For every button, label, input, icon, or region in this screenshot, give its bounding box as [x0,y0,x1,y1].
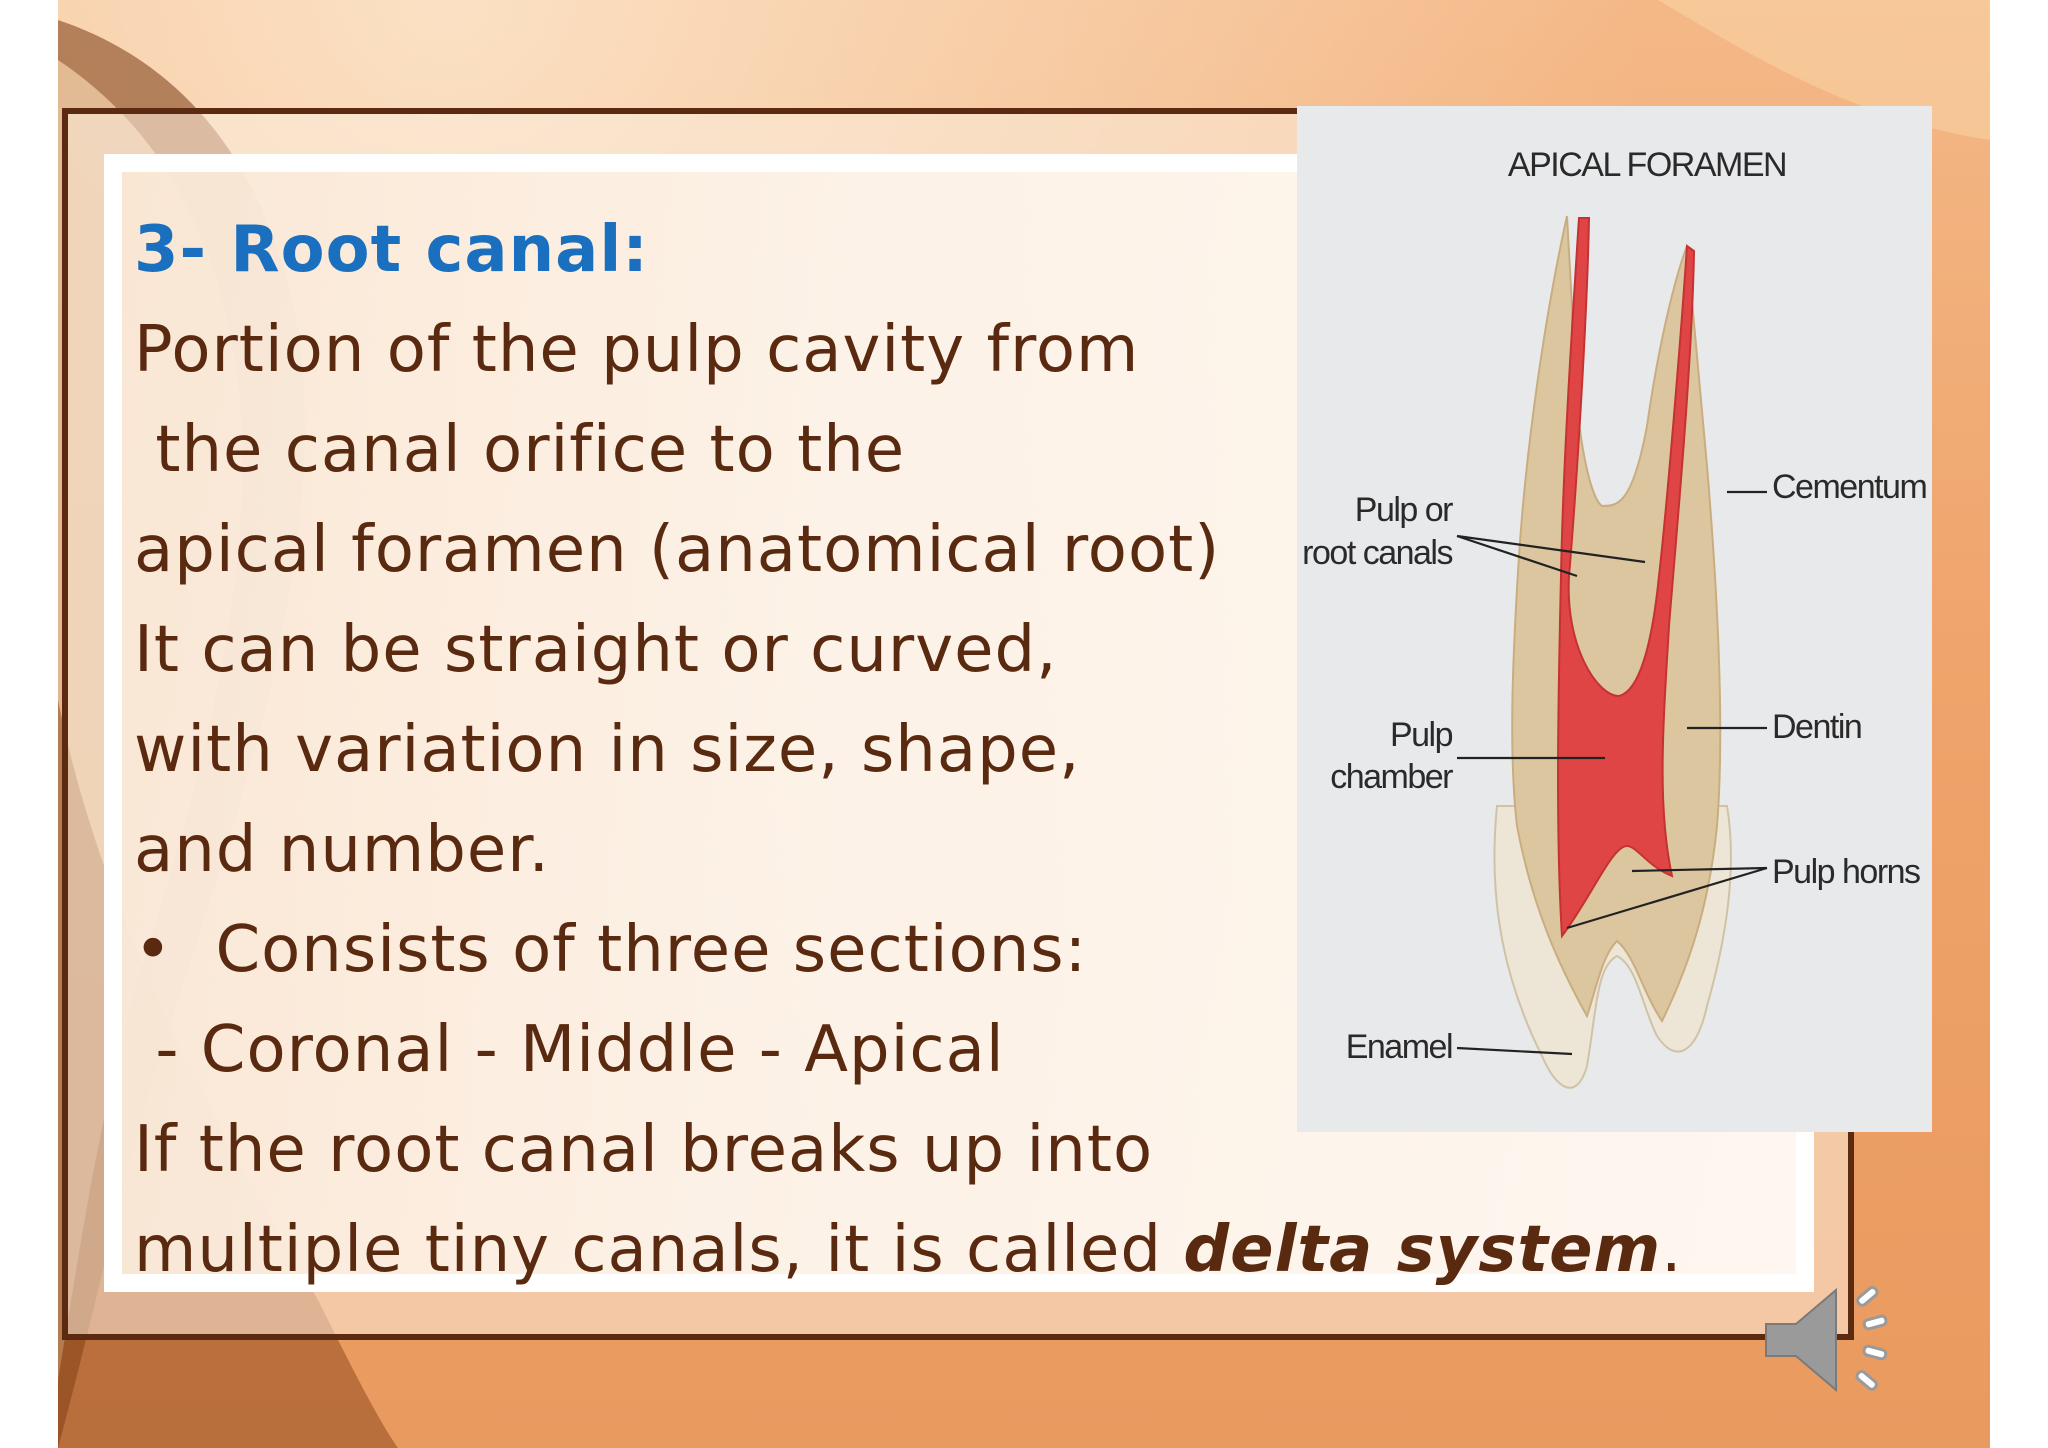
leader-lines [1456,490,1768,1056]
label-cementum: Cementum [1772,468,1926,506]
body-line: the canal orifice to the [134,413,906,487]
body-line: If the root canal breaks up into [134,1113,1154,1187]
body-line: with variation in size, shape, [134,713,1081,787]
tooth-anatomy-figure: APICAL FORAMEN Pulp or root canals Pulp … [1297,106,1932,1132]
label-pulp-chamber-2: chamber [1330,758,1453,796]
body-line: It can be straight or curved, [134,613,1058,687]
slide-body: 3- Root canal: Portion of the pulp cavit… [134,200,1854,1300]
label-dentin: Dentin [1772,708,1861,746]
body-line: and number. [134,813,550,887]
label-pulp-canals-2: root canals [1302,534,1452,572]
label-pulp-horns: Pulp horns [1772,853,1920,891]
delta-line-suffix: . [1661,1213,1683,1287]
bullet-line: • Consists of three sections: [134,913,1088,987]
sections-line: - Coronal - Middle - Apical [134,1013,1005,1087]
pulp-shape [1557,217,1696,939]
delta-system-term: delta system [1183,1213,1662,1287]
label-pulp-canals-1: Pulp or [1355,491,1453,529]
speaker-icon[interactable] [1758,1272,1898,1412]
slide-heading: 3- Root canal: [134,213,649,287]
figure-title: APICAL FORAMEN [1508,146,1786,184]
label-enamel: Enamel [1346,1028,1452,1066]
delta-line-prefix: multiple tiny canals, it is called [134,1213,1184,1287]
delta-system-line: multiple tiny canals, it is called delta… [134,1200,1854,1300]
body-line: apical foramen (anatomical root) [134,513,1221,587]
body-line: Portion of the pulp cavity from [134,313,1140,387]
label-pulp-chamber-1: Pulp [1390,716,1453,754]
